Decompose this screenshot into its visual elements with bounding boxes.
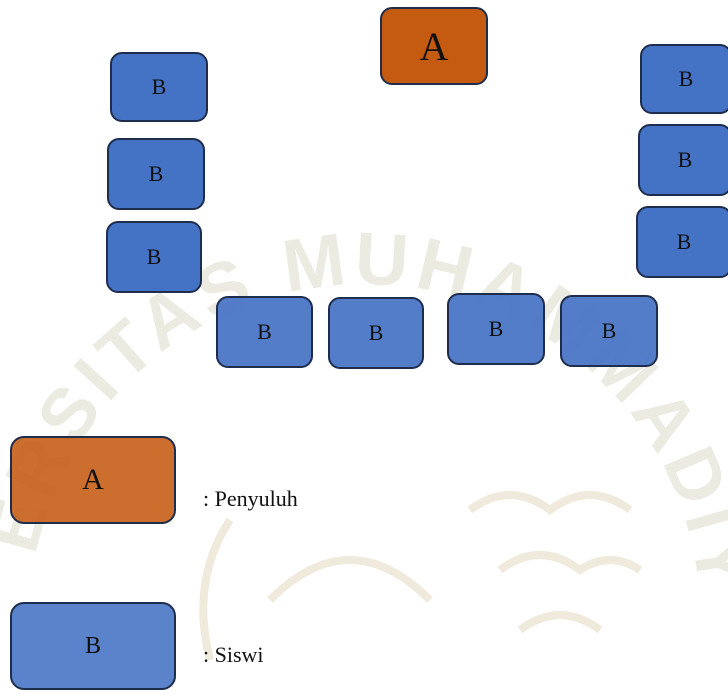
student-box: B xyxy=(106,221,202,293)
student-box: B xyxy=(560,295,658,367)
student-box: B xyxy=(640,44,728,114)
student-box: B xyxy=(447,293,545,365)
student-box: B xyxy=(216,296,313,368)
legend-student-text: : Siswi xyxy=(203,642,264,668)
legend-student-swatch: B xyxy=(10,602,176,690)
student-box: B xyxy=(636,206,728,278)
counselor-box: A xyxy=(380,7,488,85)
student-box: B xyxy=(107,138,205,210)
student-box: B xyxy=(638,124,728,196)
student-box: B xyxy=(328,297,424,369)
legend-counselor-text: : Penyuluh xyxy=(203,486,298,512)
legend-counselor-swatch: A xyxy=(10,436,176,524)
student-box: B xyxy=(110,52,208,122)
